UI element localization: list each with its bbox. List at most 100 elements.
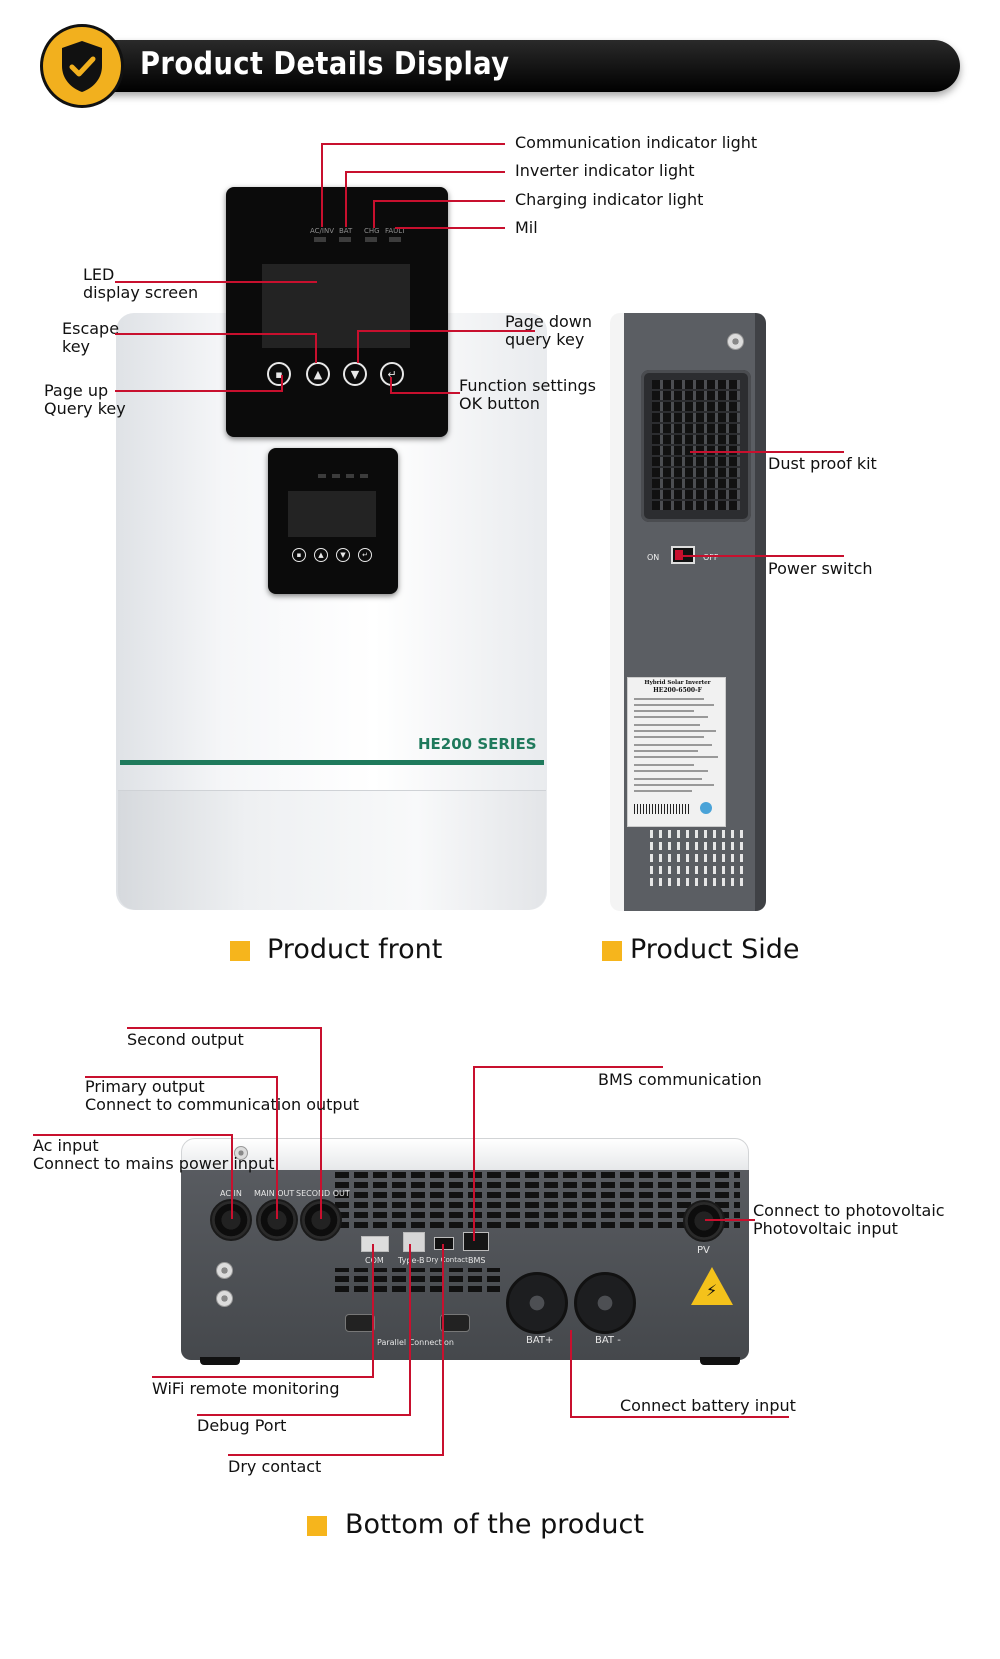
sticker-text-line xyxy=(634,716,708,718)
sticker-text-line xyxy=(634,756,718,758)
sticker-text-line xyxy=(634,744,712,746)
caption-marker xyxy=(602,941,622,961)
page-down-button[interactable]: ▼ xyxy=(343,362,367,386)
foot xyxy=(200,1357,240,1365)
port-label: Type-B xyxy=(398,1256,425,1265)
cert-mark-icon xyxy=(700,802,712,814)
leader-line xyxy=(473,1066,663,1068)
port-label: Parallel Connection xyxy=(377,1338,454,1347)
page-down-button[interactable]: ▼ xyxy=(336,548,350,562)
leader-line xyxy=(281,375,283,392)
indicator-label: AC/INV xyxy=(310,227,335,235)
sticker-text-line xyxy=(634,778,702,780)
escape-button[interactable]: ▲ xyxy=(306,362,330,386)
sticker-text-line xyxy=(634,724,700,726)
indicator-led xyxy=(360,474,368,478)
caption-side: Product Side xyxy=(630,934,800,965)
foot xyxy=(700,1357,740,1365)
leader-line xyxy=(395,227,505,229)
leader-line xyxy=(705,1219,755,1221)
leader-line xyxy=(442,1244,444,1456)
leader-line xyxy=(357,330,359,363)
sticker-text-line xyxy=(634,710,694,712)
leader-line xyxy=(570,1330,572,1418)
control-panel-small: ▪ ▲ ▼ ↵ xyxy=(268,448,398,594)
sticker-text-line xyxy=(634,770,708,772)
page-up-button[interactable]: ▪ xyxy=(292,548,306,562)
indicator-label: FAULT xyxy=(385,227,406,235)
leader-line xyxy=(473,1066,475,1241)
port-label: BMS xyxy=(468,1256,486,1265)
inverter-front-cover xyxy=(118,790,546,910)
caption-front: Product front xyxy=(267,934,443,965)
leader-line xyxy=(85,1076,278,1078)
lcd-screen xyxy=(262,264,410,348)
lightning-icon: ⚡ xyxy=(706,1281,718,1300)
indicator-led xyxy=(389,237,401,242)
parallel-port xyxy=(345,1314,375,1332)
label-dry-contact: Dry contact xyxy=(228,1457,322,1476)
usb-type-b-port xyxy=(403,1232,425,1252)
leader-line xyxy=(152,1376,374,1378)
dry-contact-terminal xyxy=(434,1237,454,1250)
leader-line xyxy=(115,281,317,283)
leader-line xyxy=(570,1416,789,1418)
leader-line xyxy=(276,1076,278,1219)
rating-sticker: Hybrid Solar Inverter HE200-6500-F xyxy=(627,677,726,827)
leader-line xyxy=(115,333,317,335)
page-up-button[interactable]: ▪ xyxy=(267,362,291,386)
leader-line xyxy=(373,200,505,202)
bat-minus-terminal xyxy=(574,1272,636,1334)
green-strip xyxy=(120,760,544,765)
leader-line xyxy=(683,555,844,557)
switch-on-label: ON xyxy=(647,553,660,562)
leader-line xyxy=(231,1134,233,1219)
port-label: PV xyxy=(697,1245,710,1256)
label-communication-light: Communication indicator light xyxy=(515,133,758,152)
sticker-text-line xyxy=(634,790,692,792)
label-charging-light: Charging indicator light xyxy=(515,190,704,209)
escape-button[interactable]: ▲ xyxy=(314,548,328,562)
leader-line xyxy=(409,1244,411,1416)
leader-line xyxy=(345,171,347,227)
port-label: MAIN OUT xyxy=(254,1189,295,1198)
indicator-led xyxy=(318,474,326,478)
indicator-led xyxy=(346,474,354,478)
label-bms: BMS communication xyxy=(598,1070,762,1089)
header-banner: Product Details Display xyxy=(40,24,960,108)
vent-slots xyxy=(335,1172,740,1228)
enter-button[interactable]: ↵ xyxy=(380,362,404,386)
sticker-model: HE200-6500-F xyxy=(653,687,702,694)
ground-screw-icon xyxy=(216,1262,233,1279)
indicator-label: CHG xyxy=(364,227,380,235)
shield-check-icon xyxy=(40,24,124,108)
control-panel-large: AC/INV BAT CHG FAULT ▪ ▲ ▼ ↵ xyxy=(226,187,448,437)
pv-gland xyxy=(683,1200,725,1242)
sticker-text-line xyxy=(634,698,704,700)
leader-line xyxy=(390,377,392,394)
parallel-port xyxy=(440,1314,470,1332)
barcode xyxy=(634,804,690,814)
label-mil: Mil xyxy=(515,218,538,237)
indicator-label: BAT xyxy=(339,227,353,235)
series-label: HE200 SERIES xyxy=(418,735,537,753)
enter-button[interactable]: ↵ xyxy=(358,548,372,562)
sticker-text-line xyxy=(634,704,714,706)
ground-screw-icon xyxy=(216,1290,233,1307)
switch-rocker xyxy=(675,550,683,560)
indicator-led xyxy=(314,237,326,242)
indicator-led xyxy=(339,237,351,242)
port-label: COM xyxy=(365,1256,384,1265)
leader-line xyxy=(33,1134,233,1136)
port-label: BAT+ xyxy=(526,1335,554,1346)
leader-line xyxy=(115,390,283,392)
sticker-text-line xyxy=(634,730,716,732)
port-label: AC IN xyxy=(220,1189,242,1198)
